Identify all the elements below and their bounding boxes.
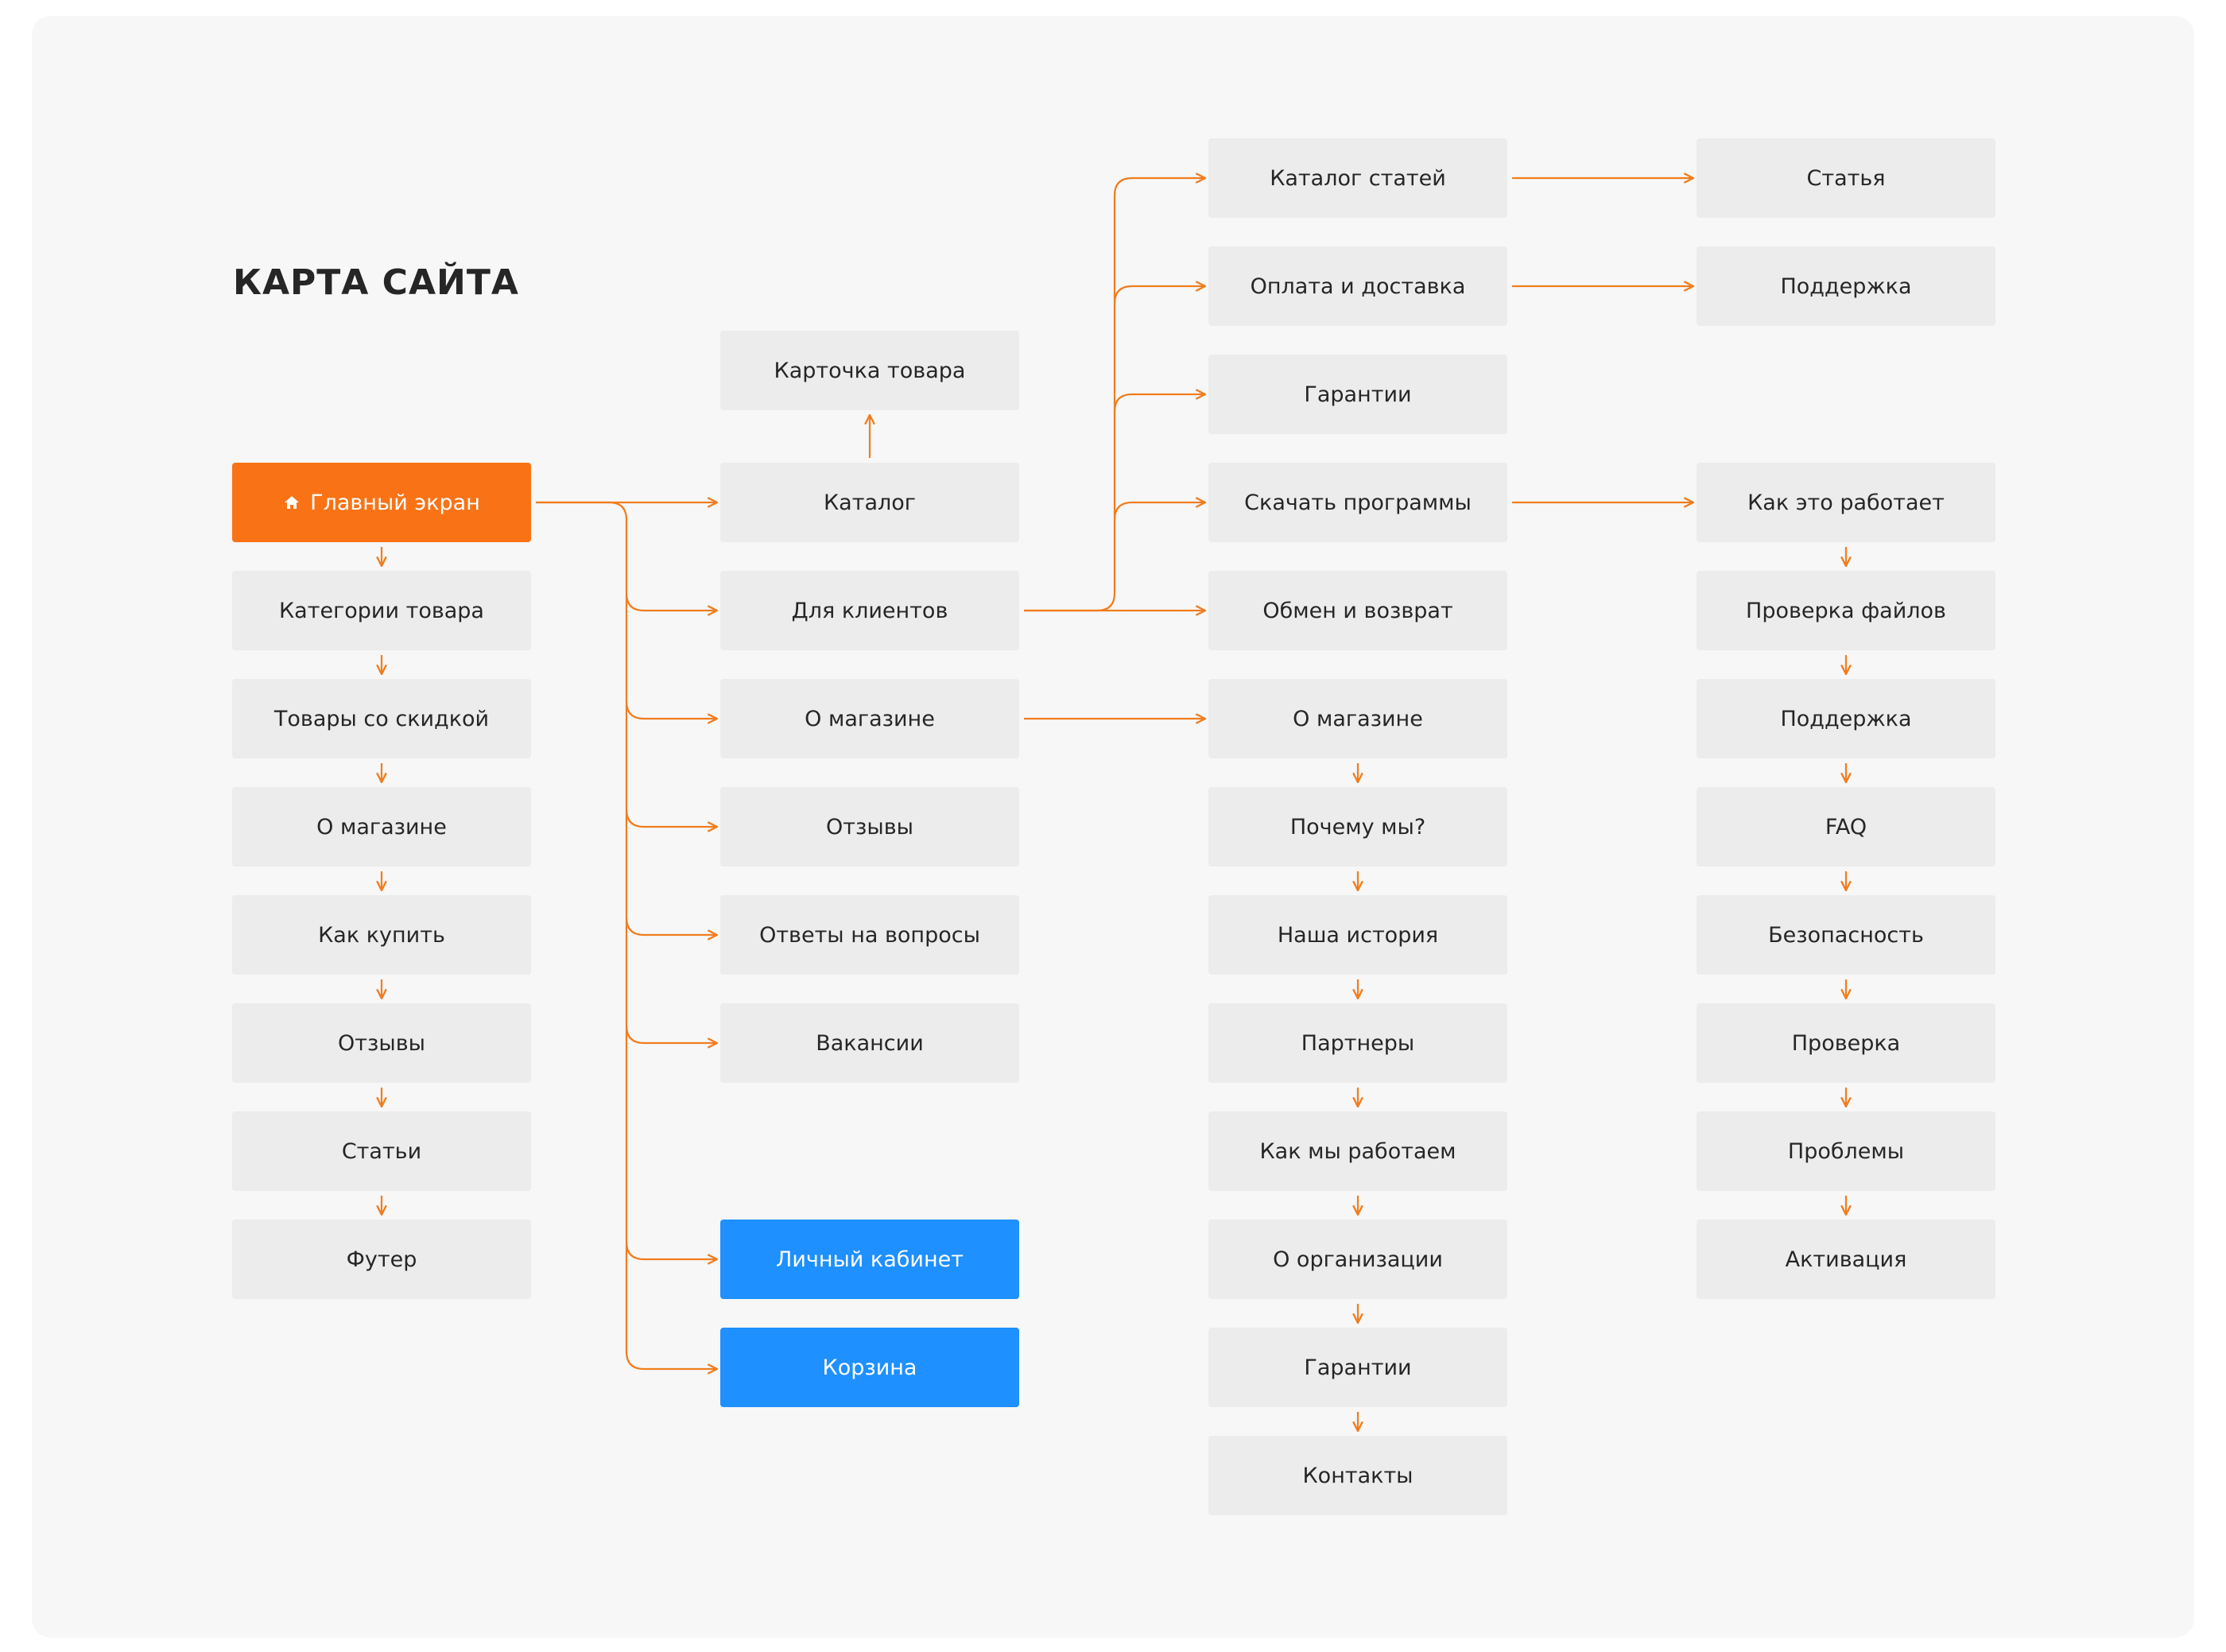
node-exchange-return[interactable]: Обмен и возврат — [1208, 571, 1507, 650]
node-file-check[interactable]: Проверка файлов — [1697, 571, 1995, 650]
node-main-screen[interactable]: Главный экран — [232, 463, 531, 542]
node-account[interactable]: Личный кабинет — [720, 1220, 1019, 1299]
node-guarantees[interactable]: Гарантии — [1208, 355, 1507, 434]
arrow-to-faq — [625, 917, 717, 935]
arrow-to-jobs — [625, 1025, 717, 1043]
node-security[interactable]: Безопасность — [1697, 895, 1995, 975]
arrow-to-about — [625, 700, 717, 719]
node-organization[interactable]: О организации — [1208, 1220, 1507, 1299]
node-discounts[interactable]: Товары со скидкой — [232, 679, 531, 758]
trunk-main — [536, 501, 717, 1369]
node-footer[interactable]: Футер — [232, 1220, 531, 1299]
node-faq-answers[interactable]: Ответы на вопросы — [720, 895, 1019, 975]
arrow-to-clients — [625, 592, 717, 611]
arrow-to-guarantees — [1113, 394, 1205, 413]
arrow-to-programs — [1113, 502, 1205, 521]
node-why-us[interactable]: Почему мы? — [1208, 787, 1507, 867]
home-icon — [285, 496, 300, 509]
node-vacancies[interactable]: Вакансии — [720, 1003, 1019, 1083]
node-product-card[interactable]: Карточка товара — [720, 331, 1019, 410]
node-reviews[interactable]: Отзывы — [232, 1003, 531, 1083]
node-about-store[interactable]: О магазине — [232, 787, 531, 867]
node-download-programs[interactable]: Скачать программы — [1208, 463, 1507, 542]
node-problems[interactable]: Проблемы — [1697, 1111, 1995, 1191]
node-article[interactable]: Статья — [1697, 138, 1995, 218]
node-guarantees-2[interactable]: Гарантии — [1208, 1328, 1507, 1407]
node-activation[interactable]: Активация — [1697, 1220, 1995, 1299]
node-articles-catalog[interactable]: Каталог статей — [1208, 138, 1507, 218]
node-catalog[interactable]: Каталог — [720, 463, 1019, 542]
node-label: Главный экран — [310, 490, 480, 515]
arrow-to-payment — [1113, 286, 1205, 304]
node-how-we-work[interactable]: Как мы работаем — [1208, 1111, 1507, 1191]
node-how-to-buy[interactable]: Как купить — [232, 895, 531, 975]
node-categories[interactable]: Категории товара — [232, 571, 531, 650]
node-how-it-works[interactable]: Как это работает — [1697, 463, 1995, 542]
node-payment-delivery[interactable]: Оплата и доставка — [1208, 246, 1507, 326]
arrow-to-account — [625, 1241, 717, 1259]
node-articles[interactable]: Статьи — [232, 1111, 531, 1191]
node-faq[interactable]: FAQ — [1697, 787, 1995, 867]
node-support[interactable]: Поддержка — [1697, 246, 1995, 326]
node-partners[interactable]: Партнеры — [1208, 1003, 1507, 1083]
node-check[interactable]: Проверка — [1697, 1003, 1995, 1083]
node-reviews-2[interactable]: Отзывы — [720, 787, 1019, 867]
node-about-store-3[interactable]: О магазине — [1208, 679, 1507, 758]
arrow-to-reviews — [625, 809, 717, 827]
node-support-2[interactable]: Поддержка — [1697, 679, 1995, 758]
node-about-store-2[interactable]: О магазине — [720, 679, 1019, 758]
trunk-clients — [1024, 178, 1205, 612]
node-cart[interactable]: Корзина — [720, 1328, 1019, 1407]
node-our-history[interactable]: Наша история — [1208, 895, 1507, 975]
node-contacts[interactable]: Контакты — [1208, 1436, 1507, 1515]
page-title: КАРТА САЙТА — [233, 262, 519, 303]
node-for-clients[interactable]: Для клиентов — [720, 571, 1019, 650]
